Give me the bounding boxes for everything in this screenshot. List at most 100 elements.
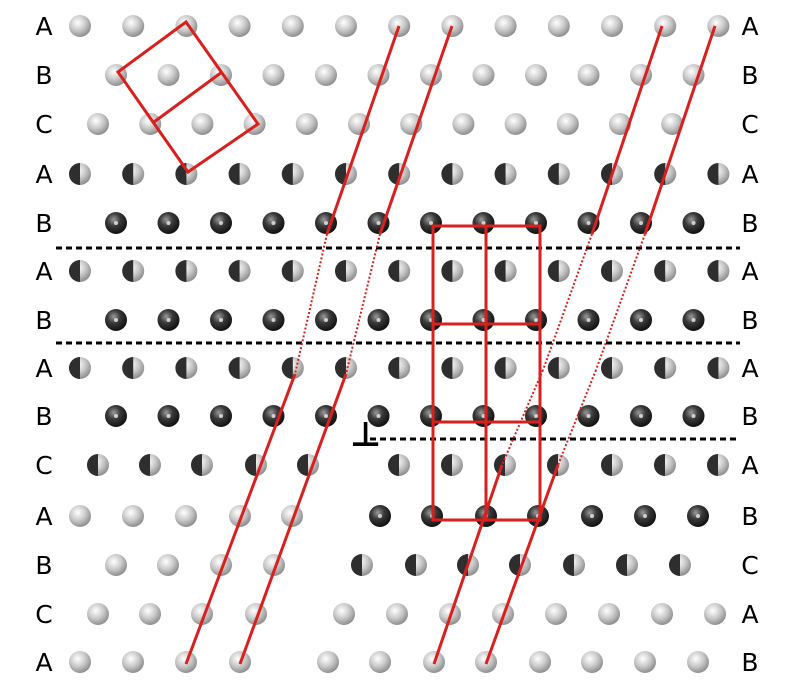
right-layer-label: C xyxy=(741,551,758,580)
dislocation-symbol: ⊥ xyxy=(350,415,381,455)
light-atom xyxy=(609,113,631,135)
right-layer-label: A xyxy=(741,451,758,480)
light-atom xyxy=(139,113,162,135)
dark-atom xyxy=(105,309,127,331)
dark-atom xyxy=(525,212,547,234)
light-atom xyxy=(388,15,411,37)
unit-cells xyxy=(115,19,542,522)
half-atom xyxy=(351,554,373,576)
half-atom xyxy=(228,357,251,379)
light-atom xyxy=(452,113,475,135)
dark-atom xyxy=(105,212,127,234)
light-atom xyxy=(598,603,620,625)
light-atom xyxy=(262,64,285,86)
dark-atom xyxy=(577,405,600,427)
dark-atom xyxy=(472,212,495,234)
light-atom xyxy=(157,64,180,86)
red-dotted-trace xyxy=(501,369,544,466)
red-trace xyxy=(432,464,504,665)
light-atom xyxy=(547,15,570,37)
red-trace xyxy=(325,25,401,235)
half-atom xyxy=(707,163,730,185)
left-layer-label: A xyxy=(35,160,52,189)
dark-atom xyxy=(682,405,705,427)
left-layer-label: B xyxy=(35,209,52,238)
light-atom xyxy=(601,15,623,37)
half-atom xyxy=(509,554,531,576)
light-atom xyxy=(281,15,304,37)
half-atom xyxy=(122,357,145,379)
half-atom xyxy=(441,163,464,185)
dark-atom xyxy=(315,309,337,331)
half-atom xyxy=(441,454,463,476)
half-atom xyxy=(175,357,198,379)
dark-atom xyxy=(687,505,709,527)
light-atom xyxy=(122,505,144,527)
dark-atom xyxy=(157,212,180,234)
light-atom xyxy=(87,603,109,625)
left-layer-label: B xyxy=(35,61,52,90)
right-layer-label: A xyxy=(741,600,758,629)
half-atom xyxy=(441,357,464,379)
red-trace xyxy=(378,25,454,235)
left-layer-label: A xyxy=(35,354,52,383)
light-atom xyxy=(687,651,709,673)
light-atom xyxy=(175,505,197,527)
atom-grid xyxy=(69,15,730,673)
dark-atom xyxy=(262,212,285,234)
dark-atom xyxy=(157,309,180,331)
dark-atom xyxy=(420,405,442,427)
dark-atom xyxy=(210,212,232,234)
half-atom xyxy=(494,163,517,185)
red-dotted-trace xyxy=(294,233,328,375)
red-trace xyxy=(484,464,560,665)
half-atom xyxy=(69,260,91,282)
half-atom xyxy=(335,357,357,379)
dark-atom xyxy=(577,309,600,331)
red-trace xyxy=(590,25,664,235)
light-atom xyxy=(661,113,684,135)
red-dotted-trace xyxy=(542,233,593,371)
red-dotted-trace xyxy=(557,369,597,466)
light-atom xyxy=(704,603,726,625)
half-atom xyxy=(616,554,638,576)
half-atom xyxy=(707,454,729,476)
half-atom xyxy=(87,454,109,476)
half-atom xyxy=(228,260,251,282)
left-layer-label: C xyxy=(35,451,52,480)
right-layer-label: B xyxy=(741,306,758,335)
red-traces xyxy=(184,25,717,665)
dark-atom xyxy=(367,309,390,331)
light-atom xyxy=(441,15,464,37)
light-atom xyxy=(69,651,91,673)
light-atom xyxy=(69,15,91,37)
half-atom xyxy=(175,260,198,282)
dark-atom xyxy=(105,405,127,427)
right-layer-label: B xyxy=(741,209,758,238)
half-atom xyxy=(707,357,730,379)
right-layer-label: A xyxy=(741,12,758,41)
dark-atom xyxy=(525,309,547,331)
right-layer-label: A xyxy=(741,257,758,286)
dark-atom xyxy=(367,212,390,234)
dark-atom xyxy=(420,212,442,234)
left-layer-label: C xyxy=(35,600,52,629)
dark-atom xyxy=(210,405,232,427)
right-layer-label: A xyxy=(741,160,758,189)
light-atom xyxy=(529,651,551,673)
light-atom xyxy=(69,505,91,527)
unit-cell-divider xyxy=(153,70,223,124)
half-atom xyxy=(547,260,570,282)
light-atom xyxy=(157,554,179,576)
light-atom xyxy=(634,651,656,673)
half-atom xyxy=(707,260,730,282)
dark-atom xyxy=(630,309,652,331)
half-atom xyxy=(69,357,91,379)
dark-atom xyxy=(682,212,705,234)
half-atom xyxy=(654,357,677,379)
half-atom xyxy=(122,260,145,282)
light-atom xyxy=(556,113,579,135)
right-layer-label: C xyxy=(741,110,758,139)
dark-atom xyxy=(367,405,390,427)
